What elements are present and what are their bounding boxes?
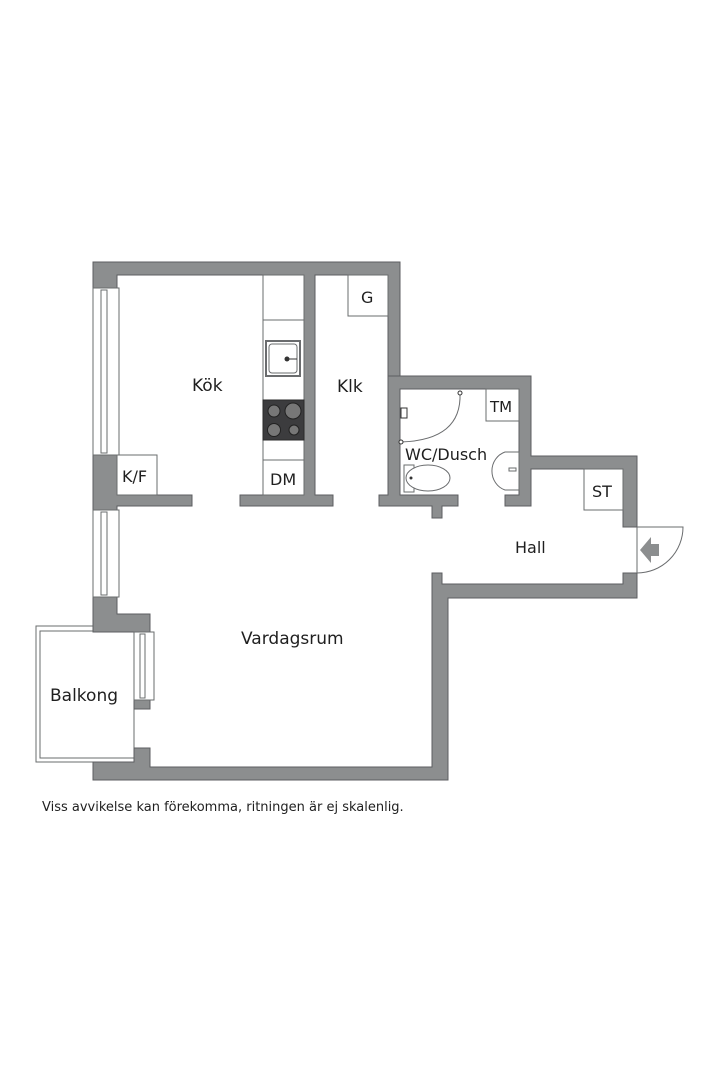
washbasin-icon bbox=[491, 451, 520, 491]
room-label-wc-dusch: WC/Dusch bbox=[405, 445, 487, 464]
kf-box bbox=[116, 454, 158, 496]
wall-bottom bbox=[92, 572, 638, 781]
fixture-label-g: G bbox=[361, 288, 373, 307]
door-swing-icon bbox=[636, 526, 684, 574]
room-label-hall: Hall bbox=[515, 538, 546, 557]
balcony bbox=[35, 625, 135, 763]
st-box bbox=[583, 468, 624, 511]
fixture-label-kf: K/F bbox=[122, 467, 147, 486]
walls bbox=[92, 261, 638, 781]
toilet-icon bbox=[403, 464, 451, 493]
g-box bbox=[347, 274, 389, 317]
disclaimer-text: Viss avvikelse kan förekomma, ritningen … bbox=[42, 800, 404, 815]
room-label-balkong: Balkong bbox=[50, 686, 118, 706]
fixture-label-tm: TM bbox=[489, 398, 512, 416]
wall-balcony-sill bbox=[133, 699, 151, 710]
entrance-arrow-icon bbox=[640, 537, 659, 563]
tm-box bbox=[485, 388, 520, 422]
kitchen-counter bbox=[262, 274, 305, 496]
room-label-vardagsrum: Vardagsrum bbox=[241, 629, 344, 649]
shower-icon bbox=[398, 390, 463, 445]
wall-left-lower bbox=[92, 596, 151, 633]
fixture-label-dm: DM bbox=[270, 470, 296, 489]
window-icon bbox=[92, 287, 155, 701]
sink-icon bbox=[265, 340, 301, 377]
stove-icon bbox=[262, 399, 305, 441]
fixture-label-st: ST bbox=[592, 482, 612, 501]
room-label-klk: Klk bbox=[337, 377, 363, 397]
room-label-kok: Kök bbox=[192, 376, 223, 396]
